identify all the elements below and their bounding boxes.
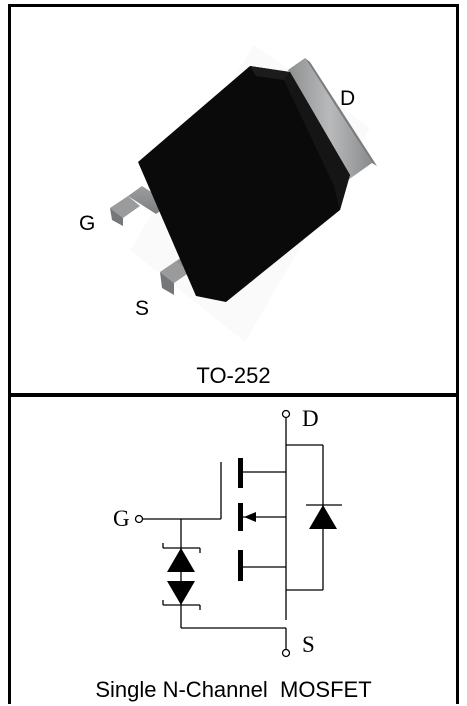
zener-diode-upper bbox=[167, 548, 195, 572]
channel-segment-body bbox=[238, 503, 243, 531]
section-divider bbox=[8, 393, 459, 397]
drain-tab bbox=[288, 58, 372, 180]
channel-segment-drain bbox=[238, 458, 243, 488]
datasheet-frame bbox=[8, 4, 459, 704]
to252-package-illustration bbox=[110, 58, 377, 302]
source-terminal bbox=[281, 648, 291, 658]
drain-terminal bbox=[281, 409, 291, 419]
gate-terminal bbox=[134, 514, 144, 524]
package-name: TO-252 bbox=[196, 363, 271, 388]
schematic-pin-label-drain: D bbox=[302, 406, 319, 431]
body-diode bbox=[309, 505, 337, 529]
package-pin-label-source: S bbox=[135, 297, 150, 320]
package-pin-label-gate: G bbox=[79, 212, 96, 235]
package-pin-label-drain: D bbox=[340, 87, 356, 110]
schematic-pin-label-gate: G bbox=[113, 506, 130, 531]
zener-diode-lower bbox=[167, 581, 195, 605]
schematic-pin-label-source: S bbox=[302, 632, 315, 657]
channel-segment-source bbox=[238, 550, 243, 581]
package-body bbox=[138, 66, 350, 302]
body-arrow bbox=[244, 512, 256, 522]
device-caption: Single N-Channel MOSFET bbox=[95, 677, 372, 702]
